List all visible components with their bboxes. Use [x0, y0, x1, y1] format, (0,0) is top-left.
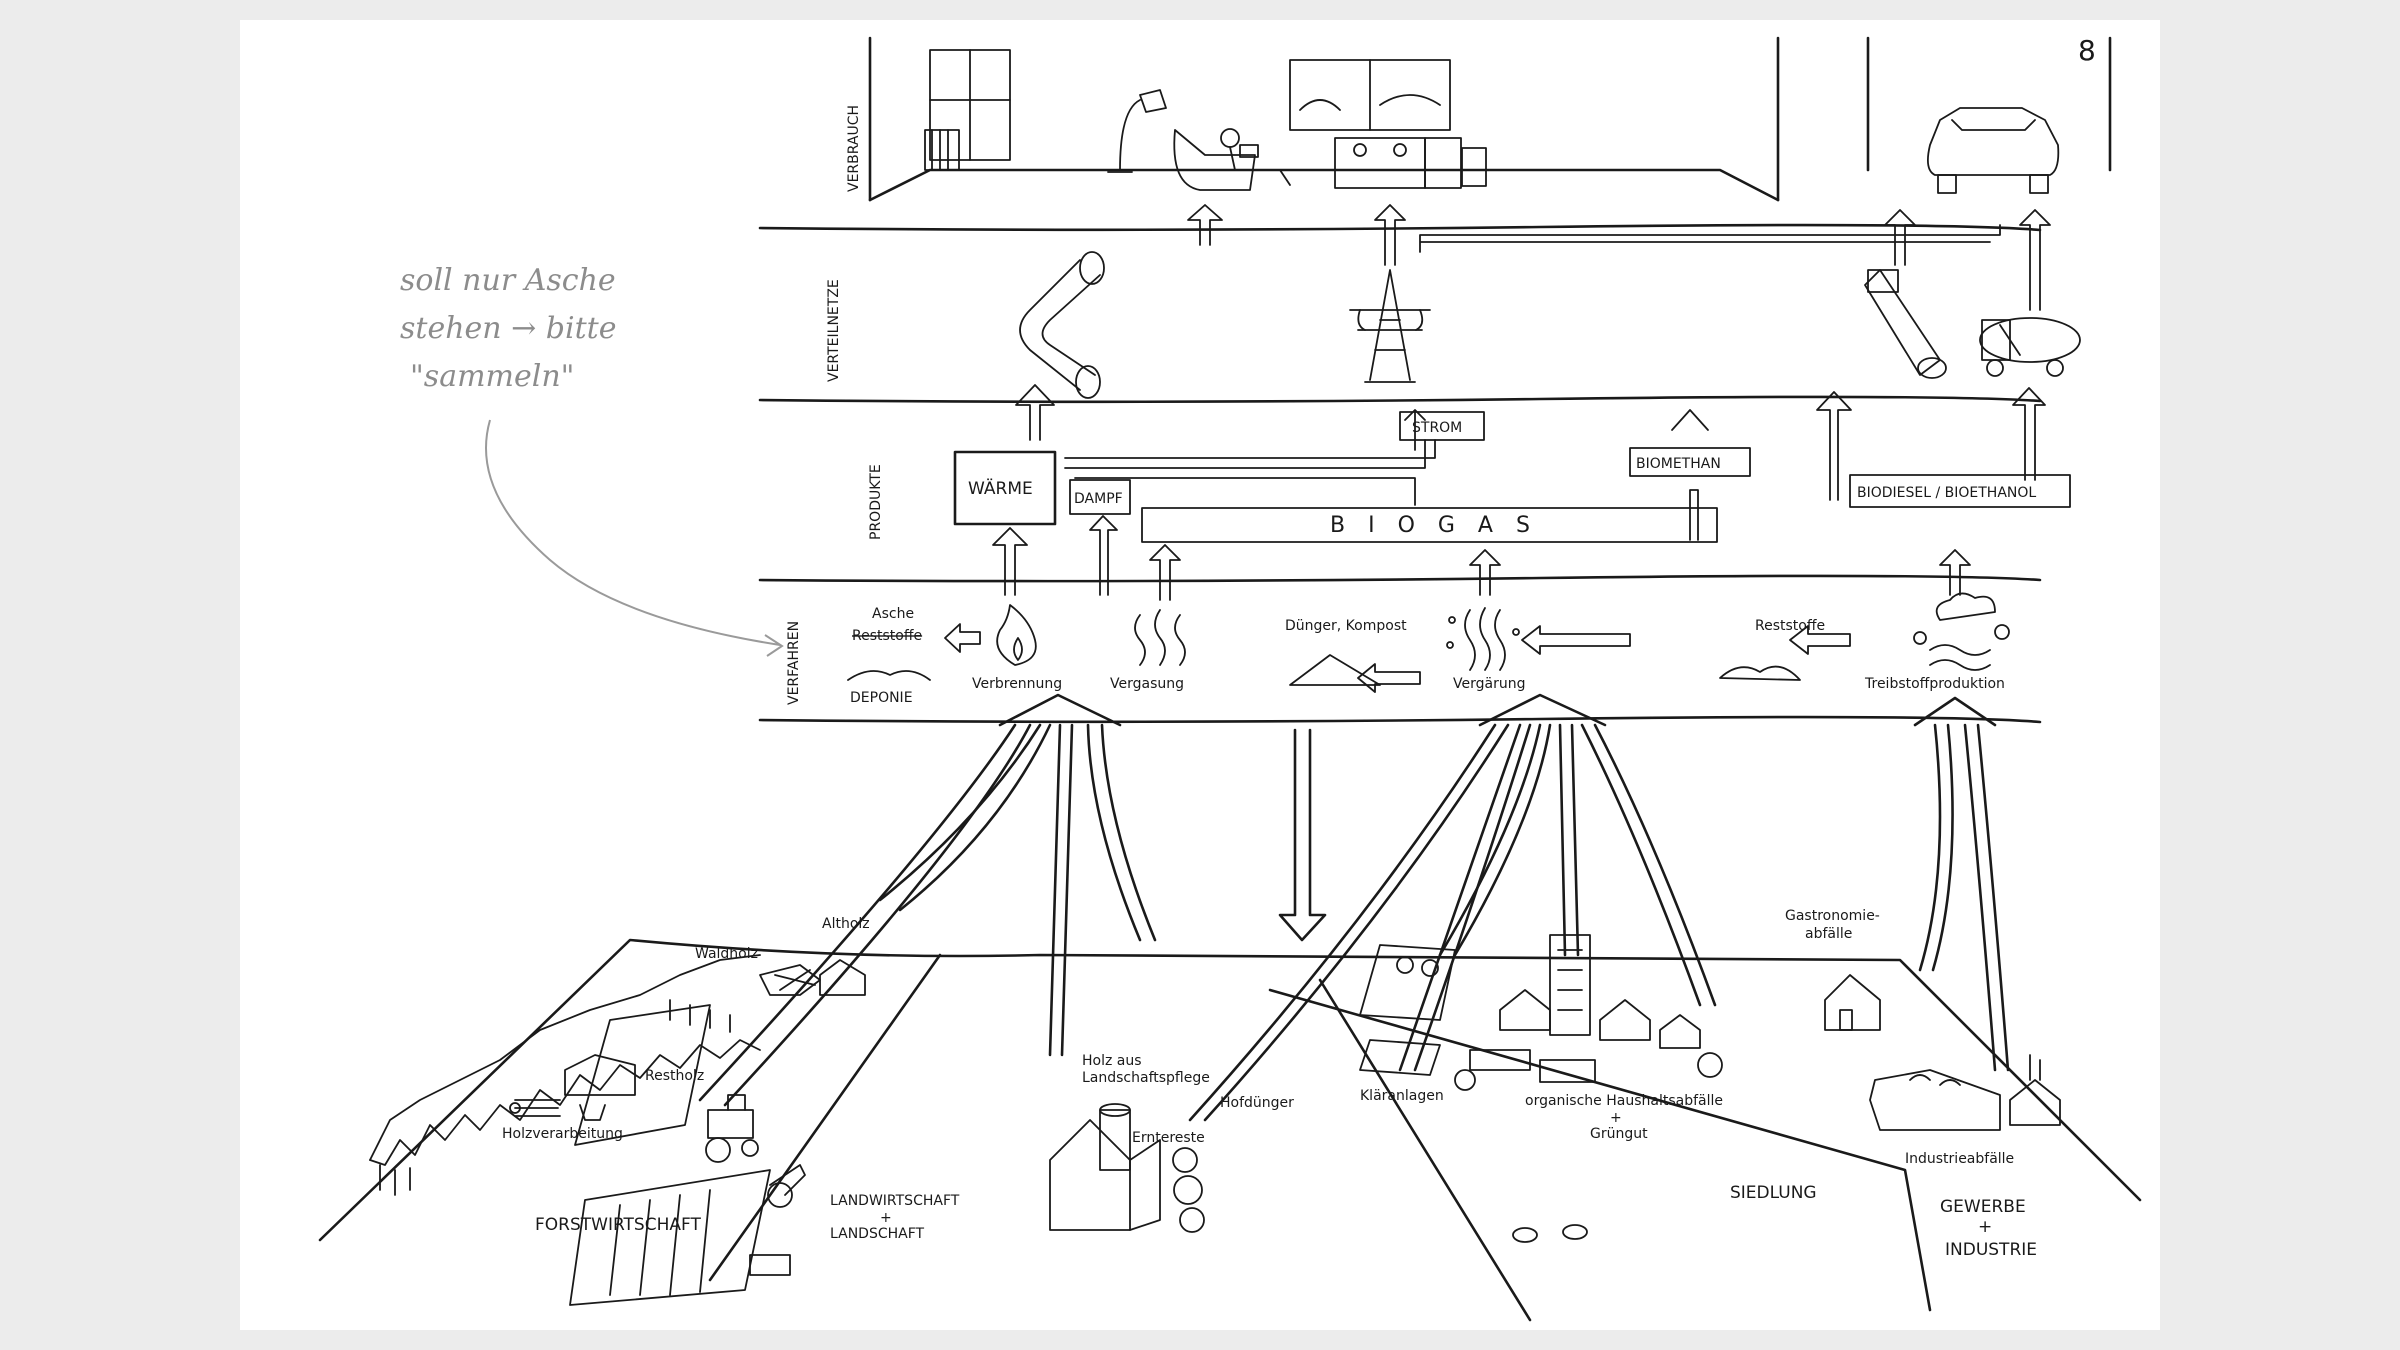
sector-land-2: + — [880, 1210, 892, 1226]
fermentation-icon — [1446, 607, 1520, 671]
source-gastro-2: abfälle — [1805, 926, 1852, 942]
field-plots — [569, 1004, 771, 1306]
sector-land-1: LANDWIRTSCHAFT — [830, 1193, 960, 1209]
drawing-sheet: 8 VERBRAUCH VERTEILNETZE PRODUKTE VERFAH… — [240, 20, 2160, 1330]
gas-pipe-icon — [1864, 269, 1947, 379]
kitchen-window-icon — [1289, 59, 1451, 131]
altholz-pile-icon — [759, 964, 821, 996]
process-arrows-left — [944, 623, 1851, 693]
process-verbrennung: Verbrennung — [972, 676, 1062, 692]
forest-edge — [369, 954, 761, 1196]
sector-forst: FORSTWIRTSCHAFT — [535, 1215, 701, 1235]
gas-waves-icon — [1134, 609, 1186, 666]
product-waerme-box: WÄRME — [953, 450, 1057, 526]
band-label-verteilnetze: VERTEILNETZE — [826, 279, 842, 382]
product-strom-box: STROM — [1399, 411, 1485, 441]
process-reststoffe: Reststoffe — [1755, 618, 1825, 634]
source-hofduenger: Hofdünger — [1220, 1095, 1294, 1111]
product-strom-label: STROM — [1412, 420, 1462, 436]
power-pylon-icon — [1349, 269, 1431, 383]
source-waldholz: Waldholz — [695, 946, 758, 962]
farmhouse-icon — [1049, 1103, 1205, 1233]
band-label-verbrauch: VERBRAUCH — [846, 105, 862, 192]
process-deponie: DEPONIE — [850, 690, 913, 706]
sector-land-3: LANDSCHAFT — [830, 1226, 925, 1242]
pencil-note-line2: stehen → bitte — [400, 311, 616, 346]
sector-gewerbe-3: INDUSTRIE — [1945, 1240, 2037, 1260]
landscape-ground — [318, 938, 2142, 1322]
process-reststoffe-struck: Reststoffe — [852, 628, 922, 644]
process-treibstoff: Treibstoffproduktion — [1864, 676, 2005, 692]
residue-heap-icon — [1719, 665, 1801, 681]
stove-icon — [1334, 137, 1487, 189]
settlement-icon — [1454, 934, 1723, 1091]
product-biomethan-box: BIOMETHAN — [1629, 447, 1751, 477]
source-industrie: Industrieabfälle — [1905, 1151, 2014, 1167]
fuel-truck-icon — [1979, 317, 2081, 377]
source-restholz: Restholz — [645, 1068, 704, 1084]
source-gastro-1: Gastronomie- — [1785, 908, 1880, 924]
product-waerme-label: WÄRME — [968, 478, 1033, 499]
product-arrows — [1064, 409, 1709, 541]
tractor-icon — [705, 1094, 759, 1163]
house-interior — [868, 36, 2112, 202]
source-haushalt-3: Grüngut — [1590, 1126, 1648, 1142]
pencil-note-line1: soll nur Asche — [400, 263, 616, 298]
process-vergasung: Vergasung — [1110, 676, 1184, 692]
window-icon — [929, 49, 1011, 161]
process-asche: Asche — [872, 606, 914, 622]
page-number: 8 — [2078, 34, 2096, 67]
lamp-icon — [1107, 89, 1167, 173]
process-duenger: Dünger, Kompost — [1285, 618, 1407, 634]
person-in-armchair-icon — [1173, 128, 1291, 191]
flow-ribbons — [698, 723, 2010, 1122]
manure-spreader-icon — [767, 1164, 806, 1208]
sector-gewerbe-1: GEWERBE — [1940, 1197, 2026, 1217]
heat-pipe-icon — [1019, 251, 1105, 399]
source-haushalt-2: + — [1610, 1110, 1622, 1126]
sawmill-icon — [509, 1054, 636, 1121]
landfill-icon — [847, 670, 931, 681]
biomass-energy-diagram: 8 VERBRAUCH VERTEILNETZE PRODUKTE VERFAH… — [318, 34, 2142, 1322]
sheep-icons — [1512, 1224, 1588, 1243]
pencil-note-line3: "sammeln" — [410, 359, 574, 394]
product-dampf-box: DAMPF — [1069, 479, 1131, 515]
product-biogas-label: B I O G A S — [1330, 513, 1538, 538]
product-biodiesel-label: BIODIESEL / BIOETHANOL — [1857, 485, 2036, 501]
product-biomethan-label: BIOMETHAN — [1636, 456, 1721, 472]
treatment-plant-icon — [1359, 944, 1456, 1076]
product-biogas-box: B I O G A S — [1141, 507, 1718, 543]
process-arrows-up — [992, 515, 1971, 601]
source-holzverarbeitung: Holzverarbeitung — [502, 1126, 623, 1142]
source-erntereste: Erntereste — [1132, 1130, 1205, 1146]
sector-siedlung: SIEDLUNG — [1730, 1183, 1817, 1203]
source-holz-landschaft-1: Holz aus — [1082, 1053, 1142, 1069]
car-icon — [1926, 107, 2060, 194]
source-haushalt-1: organische Haushaltsabfälle — [1525, 1093, 1723, 1109]
source-altholz: Altholz — [822, 916, 870, 932]
sector-gewerbe-2: + — [1978, 1217, 1992, 1237]
band-label-verfahren: VERFAHREN — [786, 621, 802, 705]
barn-icon — [819, 959, 866, 996]
product-dampf-label: DAMPF — [1074, 491, 1123, 507]
source-klaeranlagen: Kläranlagen — [1360, 1088, 1444, 1104]
straw-bale-icon — [749, 1254, 791, 1276]
radiator-icon — [924, 129, 960, 171]
restaurant-icon — [1824, 974, 1881, 1031]
product-biodiesel-box: BIODIESEL / BIOETHANOL — [1849, 474, 2071, 508]
pencil-note-pointer — [485, 419, 784, 657]
factory-icon — [1869, 1054, 2061, 1131]
band-lines — [758, 223, 2042, 724]
distribution-arrows — [1015, 204, 2051, 501]
compost-down-arrow — [1278, 728, 1327, 942]
fuel-production-icon — [1913, 592, 2010, 671]
band-label-produkte: PRODUKTE — [868, 464, 884, 540]
source-holz-landschaft-2: Landschaftspflege — [1082, 1070, 1210, 1086]
big-arrowheads — [998, 693, 1997, 727]
compost-heap-icon — [1289, 654, 1381, 686]
process-vergaerung: Vergärung — [1453, 676, 1525, 692]
flame-icon — [996, 604, 1037, 666]
